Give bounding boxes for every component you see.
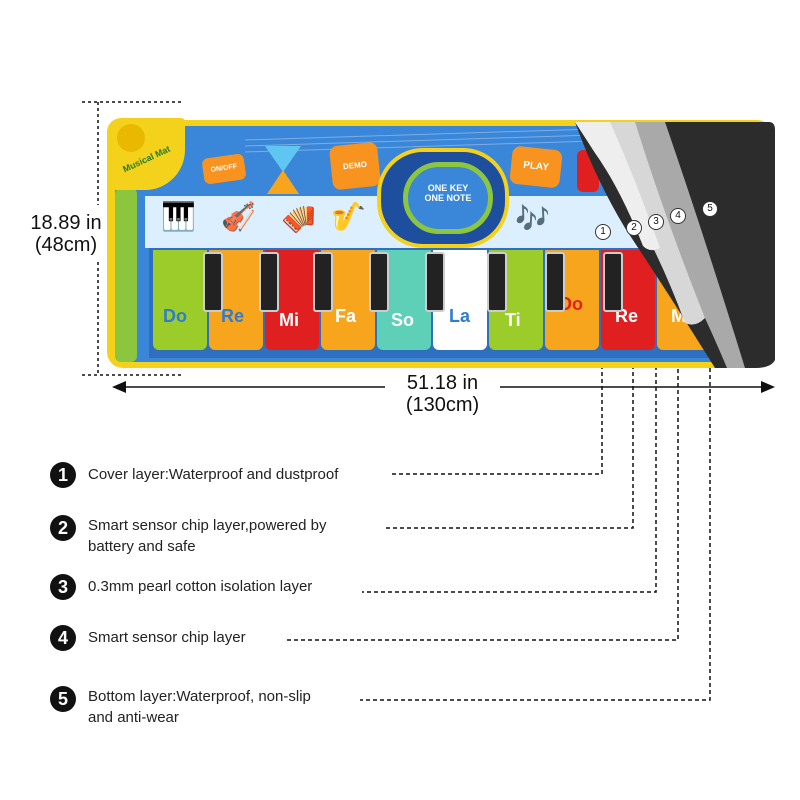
layer-marker-1: 1 [595,224,611,240]
layer-number-badge: 4 [50,625,76,651]
layer-line-1: Bottom layer:Waterproof, non-slip [88,688,311,705]
height-cm: (48cm) [34,234,98,256]
layer-line-1: Smart sensor chip layer [88,629,246,646]
key-label: La [449,306,471,326]
center-dial: ONE KEY ONE NOTE [403,162,493,234]
layer-description: Smart sensor chip layer [88,627,246,648]
musical-mat-badge: Musical Mat [107,118,185,190]
black-key [369,252,389,312]
layer-description: Bottom layer:Waterproof, non-slip and an… [88,686,311,728]
key-label: Ti [505,310,521,330]
layer-item-5: 5 Bottom layer:Waterproof, non-slip and … [50,686,311,728]
layer-number-badge: 1 [50,462,76,488]
tempo-button [265,146,301,172]
peeled-layers [575,122,775,368]
piano-key: Do [153,250,207,350]
center-line-2: ONE NOTE [424,193,472,203]
layer-description: Cover layer:Waterproof and dustproof [88,464,338,485]
key-label: Re [221,306,245,326]
height-inches: 18.89 in [30,212,102,234]
key-label: Do [559,294,583,314]
layer-marker-5: 5 [702,201,718,217]
width-dimension: 51.18 in (130cm) [385,372,500,416]
layer-marker-2: 2 [626,220,642,236]
key-label: Fa [335,306,357,326]
width-cm: (130cm) [405,394,480,416]
volume-button [267,170,299,194]
musical-mat: Musical Mat ON/OFF DEMO ONE KEY ONE NOTE… [105,118,775,370]
violin-icon: 🎻 [221,201,256,232]
layer-marker-3: 3 [648,214,664,230]
black-key [603,252,623,312]
layer-line-1: Cover layer:Waterproof and dustproof [88,466,339,483]
layer-line-1: 0.3mm pearl cotton isolation layer [88,578,313,595]
black-key [545,252,565,312]
piano-key: So [377,250,431,350]
speaker-icon [117,124,145,152]
black-key [313,252,333,312]
layer-number-badge: 2 [50,515,76,541]
layer-number-badge: 5 [50,686,76,712]
layer-description: 0.3mm pearl cotton isolation layer [88,576,312,597]
key-label: Do [163,306,187,326]
layer-line-2: battery and safe [88,538,196,555]
black-key [487,252,507,312]
key-label: So [391,310,415,330]
layer-number-badge: 3 [50,574,76,600]
one-key-one-note-control: ONE KEY ONE NOTE [377,148,509,248]
layer-line-2: and anti-wear [88,709,179,726]
layer-marker-4: 4 [670,208,686,224]
key-label: Mi [279,310,299,330]
black-key [259,252,279,312]
black-key [425,252,445,312]
layer-line-1: Smart sensor chip layer,powered by [88,517,327,534]
xylophone-icon: 🎶 [515,203,550,234]
accordion-icon: 🪗 [281,203,316,234]
layer-item-3: 3 0.3mm pearl cotton isolation layer [50,574,312,600]
layer-item-1: 1 Cover layer:Waterproof and dustproof [50,462,338,488]
layer-item-4: 4 Smart sensor chip layer [50,625,246,651]
layer-item-2: 2 Smart sensor chip layer,powered by bat… [50,515,326,557]
black-key [203,252,223,312]
width-inches: 51.18 in [406,372,479,394]
center-line-1: ONE KEY [427,183,469,193]
saxophone-icon: 🎷 [331,201,366,232]
layer-description: Smart sensor chip layer,powered by batte… [88,515,326,557]
piano-icon: 🎹 [161,201,196,232]
height-dimension: 18.89 in (48cm) [16,212,116,256]
